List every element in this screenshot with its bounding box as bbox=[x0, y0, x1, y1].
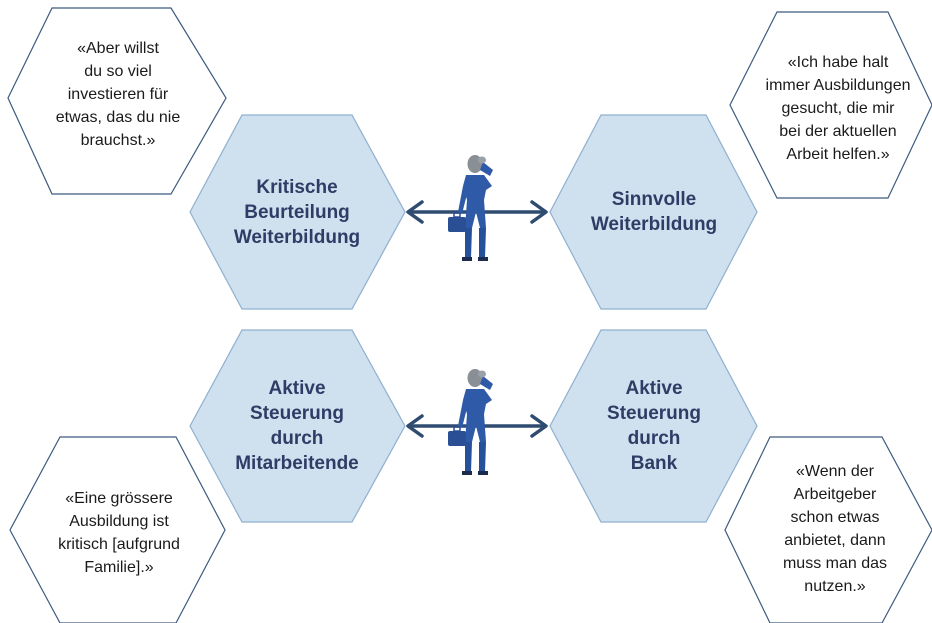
quote-hexagon-top-right: «Ich habe halt immer Ausbildungen gesuch… bbox=[729, 11, 932, 199]
hexagon-bottom-left-line-0: Aktive bbox=[268, 378, 325, 399]
quote-top-left-line-4: brauchst.» bbox=[81, 132, 156, 149]
quote-top-right-line-2: gesucht, die mir bbox=[782, 100, 896, 117]
quote-top-left-line-1: du so viel bbox=[84, 63, 152, 80]
quote-bottom-right-line-5: nutzen.» bbox=[804, 578, 865, 595]
quote-bottom-right-line-3: anbietet, dann bbox=[784, 532, 885, 549]
hexagon-top-left-line-1: Beurteilung bbox=[244, 202, 350, 223]
quote-bottom-left-line-3: Familie].» bbox=[84, 559, 153, 576]
hexagon-top-right-line-1: Weiterbildung bbox=[591, 214, 717, 235]
hexagon-top-right-line-0: Sinnvolle bbox=[612, 189, 696, 210]
hexagon-top-left-line-0: Kritische bbox=[256, 177, 337, 198]
hexagon-bottom-right-line-2: durch bbox=[628, 428, 681, 449]
quote-bottom-right-line-2: schon etwas bbox=[791, 509, 880, 526]
hexagon-aktive-steuerung-mitarbeitende: Aktive Steuerung durch Mitarbeitende bbox=[189, 329, 406, 523]
quote-hexagon-bottom-right: «Wenn der Arbeitgeber schon etwas anbiet… bbox=[724, 436, 932, 623]
thinking-businessman-icon bbox=[448, 369, 493, 475]
hexagon-aktive-steuerung-bank: Aktive Steuerung durch Bank bbox=[549, 329, 758, 523]
quote-bottom-right-line-1: Arbeitgeber bbox=[794, 486, 877, 503]
quote-top-right-line-3: bei der aktuellen bbox=[779, 123, 896, 140]
hexagon-sinnvolle-weiterbildung: Sinnvolle Weiterbildung bbox=[549, 114, 758, 310]
quote-top-left-line-3: etwas, das du nie bbox=[56, 109, 181, 126]
hexagon-bottom-right-line-3: Bank bbox=[631, 453, 678, 474]
quote-hexagon-top-left: «Aber willst du so viel investieren für … bbox=[7, 7, 227, 195]
thinking-businessman-icon bbox=[448, 155, 493, 261]
hexagon-bottom-left-line-1: Steuerung bbox=[250, 403, 344, 424]
quote-hexagon-bottom-left: «Eine grössere Ausbildung ist kritisch [… bbox=[9, 436, 226, 623]
hexagon-bottom-left-line-2: durch bbox=[271, 428, 324, 449]
quote-bottom-right-line-0: «Wenn der bbox=[796, 463, 875, 480]
hexagon-bottom-right-line-0: Aktive bbox=[625, 378, 682, 399]
quote-top-right-line-0: «Ich habe halt bbox=[788, 54, 889, 71]
quote-bottom-right-line-4: muss man das bbox=[783, 555, 887, 572]
quote-top-left-line-2: investieren für bbox=[68, 86, 169, 103]
quote-bottom-left-line-2: kritisch [aufgrund bbox=[58, 536, 180, 553]
hexagon-bottom-right-line-1: Steuerung bbox=[607, 403, 701, 424]
hexagon-kritische-beurteilung: Kritische Beurteilung Weiterbildung bbox=[189, 114, 406, 310]
quote-top-left-line-0: «Aber willst bbox=[77, 40, 159, 57]
hexagon-top-left-line-2: Weiterbildung bbox=[234, 227, 360, 248]
quote-top-right-line-1: immer Ausbildungen bbox=[766, 77, 911, 94]
quote-bottom-left-line-0: «Eine grössere bbox=[65, 490, 173, 507]
quote-top-right-line-4: Arbeit helfen.» bbox=[786, 146, 889, 163]
hexagon-bottom-left-line-3: Mitarbeitende bbox=[235, 453, 359, 474]
quote-bottom-left-line-1: Ausbildung ist bbox=[69, 513, 169, 530]
